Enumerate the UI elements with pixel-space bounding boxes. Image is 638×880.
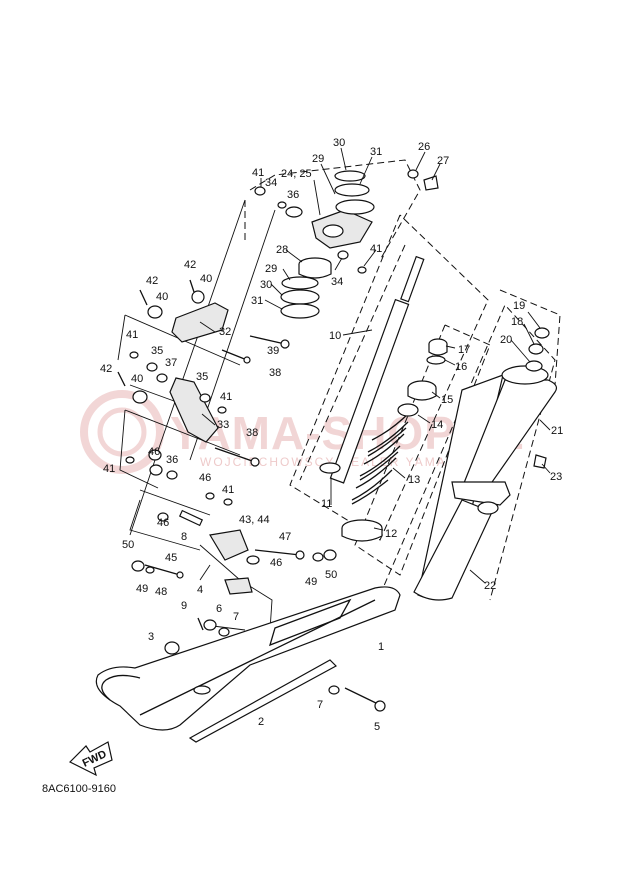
callout-46a: 46	[148, 446, 160, 458]
callout-42c: 42	[100, 363, 112, 375]
callout-41a: 41	[252, 167, 264, 179]
callout-2: 2	[258, 716, 264, 728]
callout-10: 10	[329, 330, 341, 342]
callout-5: 5	[374, 721, 380, 733]
callout-39: 39	[267, 345, 279, 357]
callout-13: 13	[408, 474, 420, 486]
callout-23: 23	[550, 471, 562, 483]
callout-26: 26	[418, 141, 430, 153]
callout-20: 20	[500, 334, 512, 346]
callout-38a: 38	[269, 367, 281, 379]
callout-31a: 31	[370, 146, 382, 158]
callout-21: 21	[551, 425, 563, 437]
callout-7a: 7	[233, 611, 239, 623]
callout-49b: 49	[305, 576, 317, 588]
callout-30b: 30	[260, 279, 272, 291]
callout-49a: 49	[136, 583, 148, 595]
fwd-arrow-icon: FWD	[68, 741, 113, 777]
callout-9: 9	[181, 600, 187, 612]
lower-pivot	[131, 529, 337, 655]
watermark-subtext: WOJCIECHOWSCY DEALER YAMAHA	[200, 455, 467, 469]
callouts: 30 31 29 26 27 41 24, 25 34 36 41 28 34 …	[100, 137, 563, 733]
callout-11: 11	[321, 498, 332, 510]
callout-14: 14	[431, 419, 443, 431]
callout-34b: 34	[331, 276, 343, 288]
callout-41b: 41	[370, 243, 382, 255]
callout-45: 45	[165, 552, 177, 564]
callout-12: 12	[385, 528, 397, 540]
callout-41f: 41	[222, 484, 234, 496]
assembly-outlines	[244, 159, 561, 601]
callout-50a: 50	[122, 539, 134, 551]
callout-29b: 29	[265, 263, 277, 275]
callout-35b: 35	[196, 371, 208, 383]
callout-38b: 38	[246, 427, 258, 439]
callout-3: 3	[148, 631, 154, 643]
callout-46b: 46	[199, 472, 211, 484]
callout-15: 15	[441, 394, 453, 406]
callout-19: 19	[513, 300, 525, 312]
callout-6: 6	[216, 603, 222, 615]
callout-50b: 50	[325, 569, 337, 581]
outer-cylinder	[413, 327, 558, 601]
callout-36a: 36	[287, 189, 299, 201]
callout-46c: 46	[157, 517, 169, 529]
leader-lines	[199, 147, 551, 584]
callout-41d: 41	[220, 391, 232, 403]
callout-18: 18	[511, 316, 523, 328]
callout-40a: 40	[200, 273, 212, 285]
callout-35a: 35	[151, 345, 163, 357]
callout-48: 48	[155, 586, 167, 598]
callout-30a: 30	[333, 137, 345, 149]
callout-28: 28	[276, 244, 288, 256]
callout-33: 33	[217, 419, 229, 431]
upper-bracket-assembly	[254, 169, 439, 319]
shock-absorber	[319, 255, 448, 542]
callout-17: 17	[458, 344, 470, 356]
callout-40b: 40	[156, 291, 168, 303]
callout-29a: 29	[312, 153, 324, 165]
callout-24-25: 24, 25	[281, 168, 312, 180]
callout-22: 22	[484, 580, 496, 592]
callout-41c: 41	[126, 329, 138, 341]
callout-32: 32	[219, 326, 231, 338]
callout-42b: 42	[146, 275, 158, 287]
callout-43-44: 43, 44	[239, 514, 270, 526]
callout-36b: 36	[166, 454, 178, 466]
callout-4: 4	[197, 584, 203, 596]
callout-27: 27	[437, 155, 449, 167]
callout-34a: 34	[265, 177, 277, 189]
ski	[95, 586, 401, 743]
callout-16: 16	[455, 361, 467, 373]
callout-31b: 31	[251, 295, 263, 307]
callout-8: 8	[181, 531, 187, 543]
callout-42a: 42	[184, 259, 196, 271]
callout-1: 1	[378, 641, 384, 653]
callout-37: 37	[165, 357, 177, 369]
diagram-code: 8AC6100-9160	[42, 783, 117, 795]
callout-46d: 46	[270, 557, 282, 569]
callout-7b: 7	[317, 699, 323, 711]
callout-47: 47	[279, 531, 291, 543]
callout-40c: 40	[131, 373, 143, 385]
callout-41e: 41	[103, 463, 115, 475]
